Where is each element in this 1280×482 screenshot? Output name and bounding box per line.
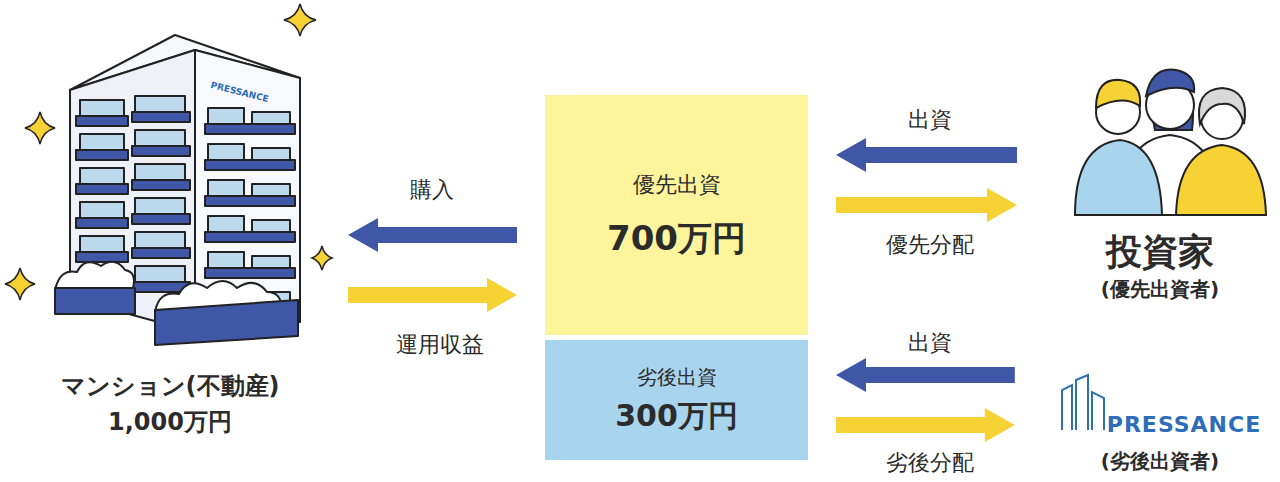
node-heading: マンション(不動産) <box>61 373 280 401</box>
node-heading: 優先出資 <box>633 172 721 197</box>
pressance-node: PRESSANCE (劣後出資者) <box>1043 405 1277 480</box>
node-value: 700万円 <box>607 219 746 258</box>
node-heading: 投資家 <box>1106 231 1214 272</box>
node-value: (劣後出資者) <box>1101 450 1219 473</box>
arrow-label: 劣後分配 <box>882 448 978 478</box>
flow-arrow <box>348 218 517 252</box>
arrow-label: 購入 <box>406 175 458 205</box>
arrow-label: 運用収益 <box>392 330 488 360</box>
building-illustration <box>55 35 300 345</box>
sparkles <box>5 4 332 300</box>
node-heading: 劣後出資 <box>637 366 717 389</box>
people-illustration <box>1075 70 1266 215</box>
node-value: 1,000万円 <box>108 409 232 437</box>
flow-arrow <box>836 188 1017 222</box>
investor-node: 投資家 (優先出資者) <box>1045 222 1275 310</box>
node-value: 300万円 <box>615 399 738 434</box>
flow-arrow <box>348 278 517 312</box>
senior-equity-box: 優先出資 700万円 <box>545 95 808 335</box>
junior-equity-box: 劣後出資 300万円 <box>545 340 808 460</box>
flow-arrow <box>836 408 1015 442</box>
node-value: (優先出資者) <box>1101 278 1219 301</box>
node-heading: PRESSANCE <box>1107 412 1261 437</box>
property-node: マンション(不動産) 1,000万円 <box>20 360 320 450</box>
flow-arrow <box>836 358 1015 392</box>
logo-icon <box>1062 375 1104 430</box>
arrow-label: 優先分配 <box>882 230 978 260</box>
arrow-label: 出資 <box>904 105 956 135</box>
arrow-label: 出資 <box>904 328 956 358</box>
flow-arrow <box>836 138 1017 172</box>
logo-label: PRESSANCE <box>210 80 270 104</box>
